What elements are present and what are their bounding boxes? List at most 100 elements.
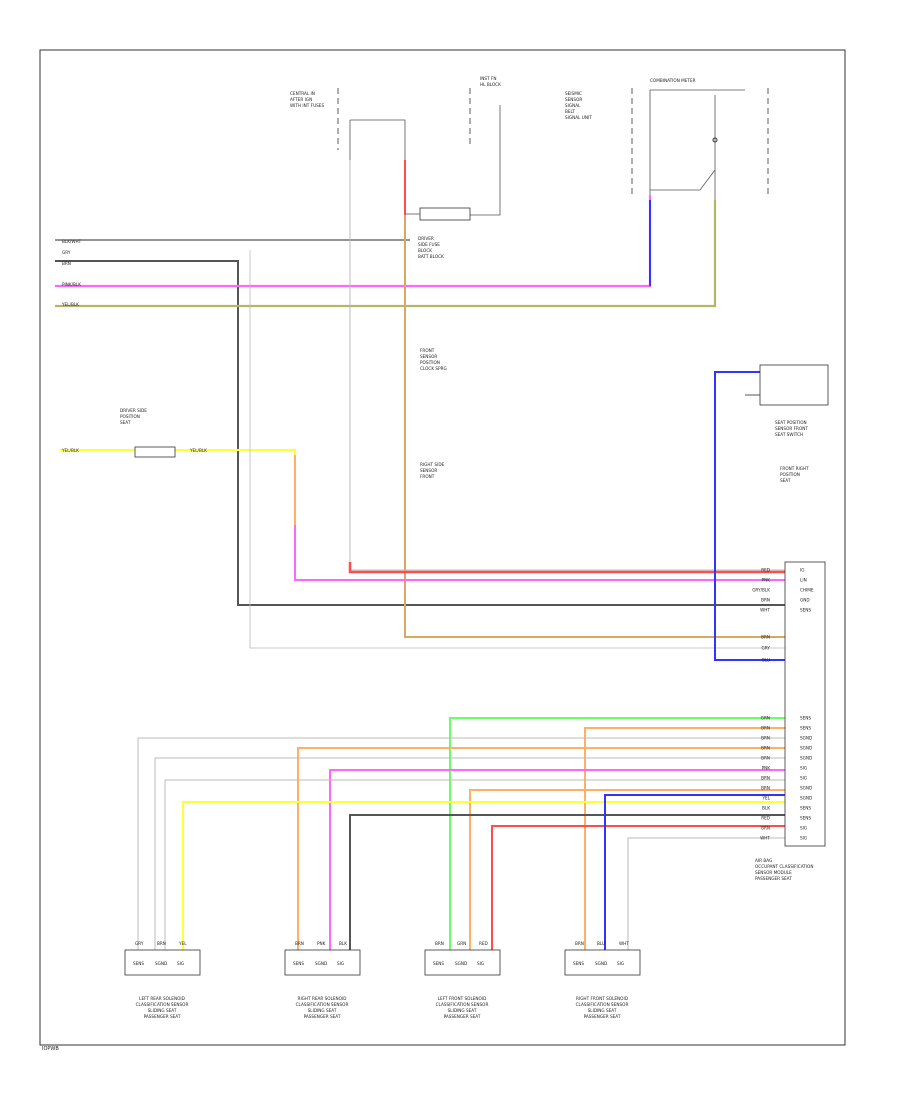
module-pin-bottom-right-8: SGND <box>800 796 812 801</box>
sensor-1-caption-2: SLIDING SEAT <box>308 1008 337 1013</box>
ref-text-3: WITH INT FUSES <box>290 103 324 108</box>
wire-yel-sensor <box>182 801 785 950</box>
airbag-module[interactable]: AIR BAG OCCUPANT CLASSIFICATION SENSOR M… <box>755 561 826 881</box>
wire-gry <box>55 260 785 606</box>
lamp2-text-3: FRONT <box>420 474 435 479</box>
sensor-1-caption-3: PASSENGER SEAT <box>304 1014 341 1019</box>
sensor-0-pin-1: BRN <box>157 941 166 946</box>
page-code: IOPWB <box>42 1046 59 1052</box>
left-wire-label-4: PINK/BLK <box>62 282 81 287</box>
wire-wht-sensor <box>627 837 785 950</box>
module-pin-bottom-7: BRN <box>761 786 770 791</box>
ref-text-7: SENSOR <box>565 97 582 102</box>
sensor-2-caption-3: PASSENGER SEAT <box>444 1014 481 1019</box>
left-wire-label-1: BLK/WHT <box>62 239 82 244</box>
sensor-0-pin-0: GRY <box>135 941 144 946</box>
sensor-3-pin-0: BRN <box>575 941 584 946</box>
module-pin-bottom-right-6: SIG <box>800 776 807 781</box>
sensor-rect-1[interactable] <box>284 949 361 976</box>
sensor-1-cell-1: SGND <box>315 961 327 966</box>
sensor-0-cell-0: SENS <box>133 961 144 966</box>
module-pin-bottom-right-0: SENS <box>800 716 811 721</box>
wire-light-loop <box>249 250 785 649</box>
module-pin-bottom-right-4: SGND <box>800 756 812 761</box>
ref-text-8: SIGNAL <box>565 103 581 108</box>
module-pin-bottom-right-7: SGND <box>800 786 812 791</box>
seat-switch-box <box>759 364 829 406</box>
seat-switch-text-1: SEAT POSITION <box>775 420 807 425</box>
lamp1-text-4: CLOCK SPRG <box>420 366 447 371</box>
ref-text-1: CENTRAL IN <box>290 91 315 96</box>
module-pin-bottom-right-5: SIG <box>800 766 807 771</box>
ref-text-5: HL BLOCK <box>480 82 501 87</box>
sensor-2-cell-0: SENS <box>433 961 444 966</box>
wire-blu-switch <box>714 371 785 661</box>
airbag-module-text-2: OCCUPANT CLASSIFICATION <box>755 864 813 869</box>
fuse-block-text-3: BLOCK <box>418 248 432 253</box>
meter-switch <box>712 137 718 143</box>
module-pin-left-1: PNK <box>762 578 771 583</box>
wire-yel-blk-left <box>60 449 296 525</box>
lamp1-text-1: FRONT <box>420 348 435 353</box>
front-right-text-1: FRONT RIGHT <box>780 466 809 471</box>
ref-text-9: BELT <box>565 109 575 114</box>
module-pin-bottom-right-10: SENS <box>800 816 811 821</box>
airbag-module-text-3: SENSOR MODULE <box>755 870 792 875</box>
ref-text-6: SEISMIC <box>565 91 582 96</box>
sensor-3-cell-2: SIG <box>617 961 624 966</box>
front-left-ref-3: SEAT <box>120 420 131 425</box>
ref-text-4: INST FN <box>480 76 496 81</box>
module-pin-bottom-right-11: SIG <box>800 826 807 831</box>
module-pin-bottom-11: BRN <box>761 826 770 831</box>
front-left-ref-2: POSITION <box>120 414 140 419</box>
lamp1-text-2: SENSOR <box>420 354 437 359</box>
wire-red-sensor <box>491 825 785 950</box>
fuse-box <box>419 207 471 221</box>
wire-brn-4 <box>164 779 785 950</box>
wire-pnk-sensor <box>329 769 785 950</box>
sensor-0-pin-2: YEL <box>178 941 187 946</box>
sensor-0-cell-2: SIG <box>177 961 184 966</box>
front-right-text-3: SEAT <box>780 478 791 483</box>
inline-connector <box>134 446 176 458</box>
diagram-frame <box>39 49 846 1046</box>
module-pin-left-2: GRY/BLK <box>752 588 770 593</box>
center-components: FRONT SENSOR POSITION CLOCK SPRG RIGHT S… <box>120 348 829 483</box>
left-connector-label-2: YEL/BLK <box>189 448 207 453</box>
module-pin-bottom-right-9: SENS <box>800 806 811 811</box>
sensor-0-caption-0: LEFT REAR SOLENOID <box>139 996 185 1001</box>
airbag-module-box[interactable] <box>784 561 826 847</box>
fuse-block-text-2: SIDE FUSE <box>418 242 440 247</box>
sensor-3-caption-2: SLIDING SEAT <box>588 1008 617 1013</box>
wire-layer <box>55 160 785 950</box>
sensor-rect-0[interactable] <box>124 949 201 976</box>
module-pin-right-1: LIN <box>800 578 807 583</box>
sensor-boxes: GRY BRN YEL SENS SGND SIG LEFT REAR SOLENOID CL… <box>124 941 641 1019</box>
module-pin-mid-2: BLU <box>762 658 770 663</box>
top-references: CENTRAL IN AFTER IGN WITH INT FUSES INST… <box>290 76 769 259</box>
combination-meter-label: COMBINATION METER <box>650 78 696 83</box>
wire-blk-sensor <box>349 814 785 950</box>
sensor-1-caption-0: RIGHT REAR SOLENOID <box>298 996 347 1001</box>
module-pin-bottom-5: PNK <box>762 766 771 771</box>
wire-brn-2 <box>297 747 785 950</box>
left-connector-label-1: YEL/BLK <box>61 448 79 453</box>
seat-switch-text-3: SEAT SWITCH <box>775 432 803 437</box>
sensor-1-pin-2: BLK <box>339 941 347 946</box>
module-pin-bottom-9: BLK <box>762 806 770 811</box>
module-pin-bottom-10: RED <box>761 816 770 821</box>
sensor-3-pin-2: WHT <box>619 941 629 946</box>
wire-gry-sensor <box>137 737 785 950</box>
left-wire-label-3: BRN <box>62 261 71 266</box>
sensor-rect-3[interactable] <box>564 949 641 976</box>
fuse-block-text-1: DRIVER <box>418 236 434 241</box>
module-pin-left-3: BRN <box>761 598 770 603</box>
sensor-3-caption-1: CLASSIFICATION SENSOR <box>576 1002 629 1007</box>
sensor-rect-2[interactable] <box>424 949 501 976</box>
sensor-2-pin-1: GRN <box>457 941 466 946</box>
